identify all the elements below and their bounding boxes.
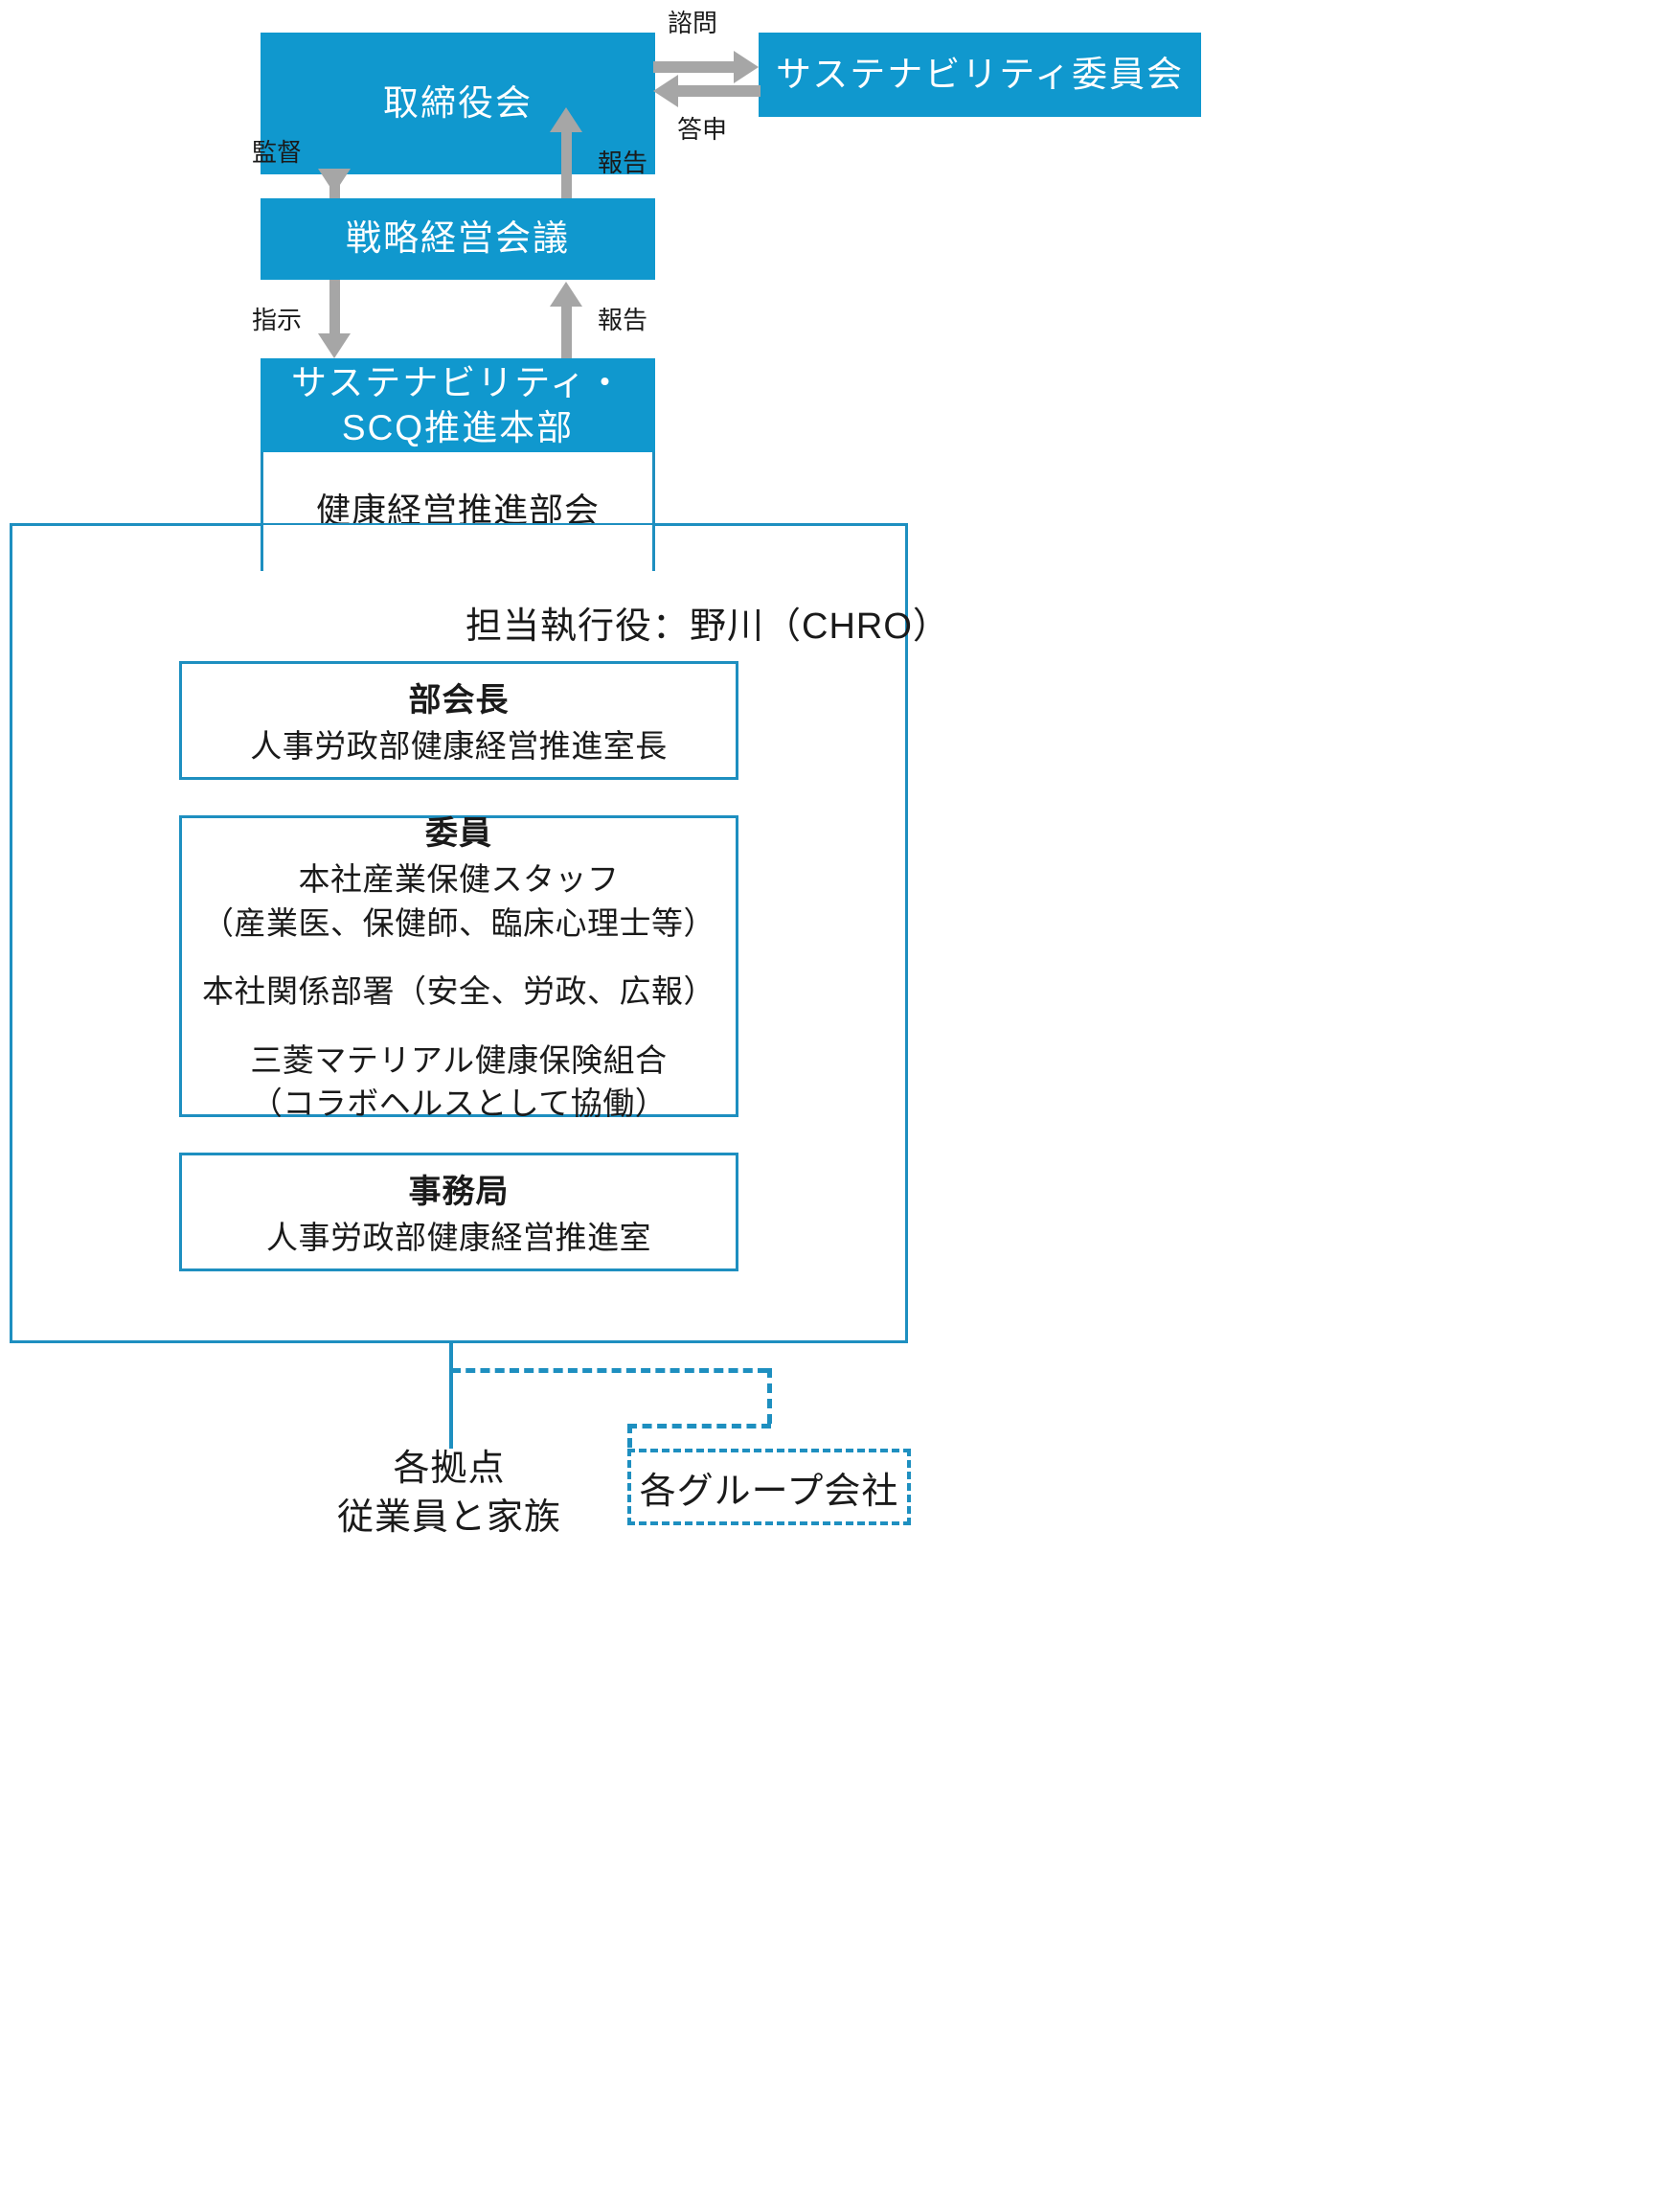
inner-box-members-line-3: 三菱マテリアル健康保険組合 (250, 1041, 668, 1078)
arrow-instruct-head-icon (318, 333, 351, 358)
label-instruct: 指示 (252, 306, 303, 334)
inner-box-members-title: 委員 (425, 815, 492, 853)
box-board-of-directors[interactable]: 取締役会 (261, 33, 655, 174)
box-health-promotion-subcommittee-label: 健康経営推進部会 (315, 490, 600, 530)
arrow-report-strategy-head-icon (550, 282, 582, 307)
inner-box-members[interactable]: 委員 本社産業保健スタッフ （産業医、保健師、臨床心理士等） 本社関係部署（安全… (179, 815, 738, 1121)
connector-dashed-horizontal-2 (627, 1424, 771, 1428)
box-scq-headquarters-line1: サステナビリティ・ (290, 362, 625, 402)
arrow-report-board-head-icon (550, 107, 582, 132)
label-report-to-board: 報告 (598, 149, 648, 177)
arrow-consult-shaft (653, 61, 734, 73)
label-report-to-strategy: 報告 (598, 306, 648, 334)
label-supervise: 監督 (252, 138, 303, 167)
bottom-label-sites: 各拠点 従業員と家族 (336, 1449, 561, 1538)
box-strategy-management-meeting[interactable]: 戦略経営会議 (261, 198, 655, 280)
box-scq-headquarters-line2: SCQ推進本部 (341, 408, 575, 447)
box-group-companies-label: 各グループ会社 (639, 1471, 899, 1512)
box-sustainability-committee-label: サステナビリティ委員会 (775, 54, 1185, 94)
inner-box-members-line-0: 本社産業保健スタッフ (298, 861, 620, 898)
arrow-instruct-shaft (329, 280, 340, 333)
inner-box-members-line-2: 本社関係部署（安全、労政、広報） (202, 973, 715, 1010)
box-board-of-directors-label: 取締役会 (383, 82, 533, 123)
executive-officer-label: 担当執行役：野川（CHRO） (465, 606, 950, 647)
inner-box-secretariat[interactable]: 事務局 人事労政部健康経営推進室 (179, 1153, 738, 1271)
box-sustainability-committee[interactable]: サステナビリティ委員会 (759, 33, 1201, 117)
box-group-companies[interactable]: 各グループ会社 (627, 1449, 911, 1525)
arrow-report-back-head-icon (653, 75, 678, 107)
inner-box-secretariat-line-0: 人事労政部健康経営推進室 (266, 1219, 651, 1255)
inner-box-chair-title: 部会長 (408, 681, 510, 719)
inner-box-members-line-4: （コラボヘルスとして協働） (250, 1086, 668, 1122)
connector-dashed-horizontal (451, 1368, 767, 1373)
arrow-report-strategy-shaft (561, 305, 572, 358)
arrow-consult-head-icon (734, 51, 759, 83)
label-consult: 諮問 (668, 9, 718, 37)
box-strategy-management-meeting-label: 戦略経営会議 (346, 218, 570, 259)
connector-dashed-vertical-to-box (627, 1424, 632, 1462)
inner-box-members-line-1: （産業医、保健師、臨床心理士等） (202, 904, 715, 941)
arrow-report-back-shaft (678, 85, 761, 97)
label-report-back: 答申 (677, 115, 728, 144)
arrow-report-board-shaft (561, 125, 572, 201)
inner-box-chair-line-0: 人事労政部健康経営推進室長 (250, 727, 668, 764)
inner-box-secretariat-title: 事務局 (408, 1173, 510, 1210)
connector-frame-to-sites (449, 1343, 453, 1449)
connector-dashed-vertical-down (767, 1368, 772, 1424)
box-scq-headquarters[interactable]: サステナビリティ・ SCQ推進本部 (261, 358, 655, 452)
frame-box-overlap-mask (263, 525, 652, 571)
inner-box-chair[interactable]: 部会長 人事労政部健康経営推進室長 (179, 661, 738, 780)
arrow-supervise-head-icon (318, 169, 351, 194)
health-promotion-frame (10, 523, 908, 1343)
